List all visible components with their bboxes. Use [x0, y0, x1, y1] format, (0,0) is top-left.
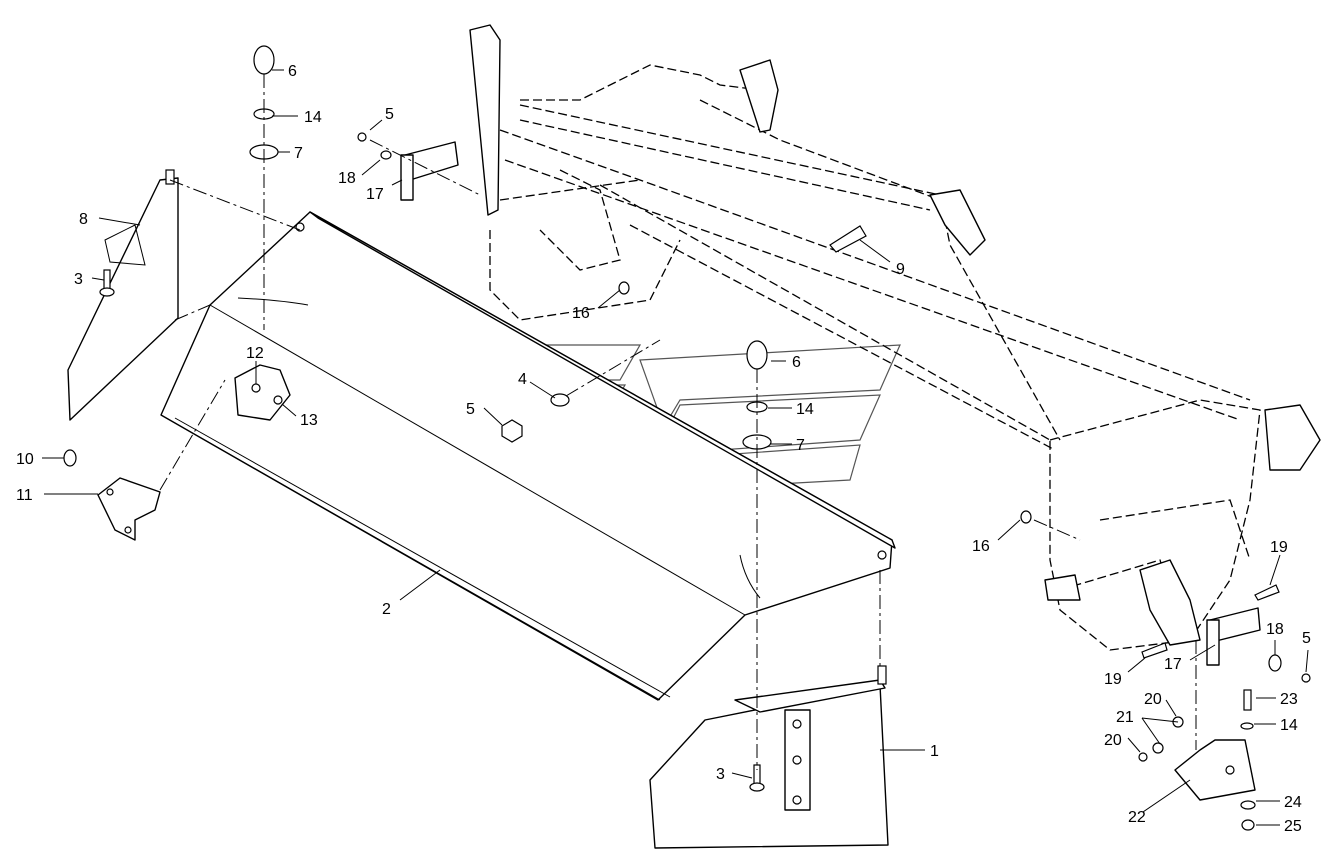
callout-9: 9	[896, 261, 905, 278]
callout-14: 14	[1280, 717, 1298, 734]
callout-25: 25	[1284, 818, 1302, 835]
main-shield-panel	[160, 211, 896, 701]
callout-6: 6	[288, 63, 297, 80]
callout-14: 14	[796, 401, 814, 418]
callout-4: 4	[518, 371, 527, 388]
callout-16: 16	[972, 538, 990, 555]
cover-plate	[234, 364, 291, 421]
callout-17: 17	[1164, 656, 1182, 673]
callout-18: 18	[1266, 621, 1284, 638]
callout-6: 6	[792, 354, 801, 371]
callout-18: 18	[338, 170, 356, 187]
callout-24: 24	[1284, 794, 1302, 811]
right-side-plate	[649, 665, 889, 849]
callout-23: 23	[1280, 691, 1298, 708]
callout-17: 17	[366, 186, 384, 203]
callout-8: 8	[79, 211, 88, 228]
callout-16: 16	[572, 305, 590, 322]
bracket	[97, 477, 161, 541]
center-lines	[159, 74, 1197, 770]
callout-20: 20	[1144, 691, 1162, 708]
callout-22: 22	[1128, 809, 1146, 826]
callout-14: 14	[304, 109, 322, 126]
bracket-22	[1174, 739, 1256, 801]
fasteners	[63, 45, 1311, 831]
callout-labels: 1 2 3 3 4 5 5 5 6 6 7 7 8 9 10 11 12 13 …	[16, 63, 1311, 835]
shield-hole	[295, 222, 305, 232]
callout-5: 5	[1302, 630, 1311, 647]
callout-2: 2	[382, 601, 391, 618]
callout-20: 20	[1104, 732, 1122, 749]
leader-lines	[42, 69, 1309, 826]
callout-7: 7	[294, 145, 303, 162]
callout-7: 7	[796, 437, 805, 454]
mounting-frame	[469, 24, 1321, 651]
callout-19: 19	[1270, 539, 1288, 556]
callout-11: 11	[16, 487, 33, 504]
callout-21: 21	[1116, 709, 1134, 726]
callout-3: 3	[716, 766, 725, 783]
callout-3: 3	[74, 271, 83, 288]
callout-13: 13	[300, 412, 318, 429]
left-side-plate	[67, 169, 179, 421]
callout-12: 12	[246, 345, 264, 362]
callout-5: 5	[385, 106, 394, 123]
callout-19: 19	[1104, 671, 1122, 688]
callout-10: 10	[16, 451, 34, 468]
callout-1: 1	[930, 743, 939, 760]
mounting-strip	[400, 141, 1261, 666]
callout-5: 5	[466, 401, 475, 418]
shield-hole	[877, 550, 887, 560]
